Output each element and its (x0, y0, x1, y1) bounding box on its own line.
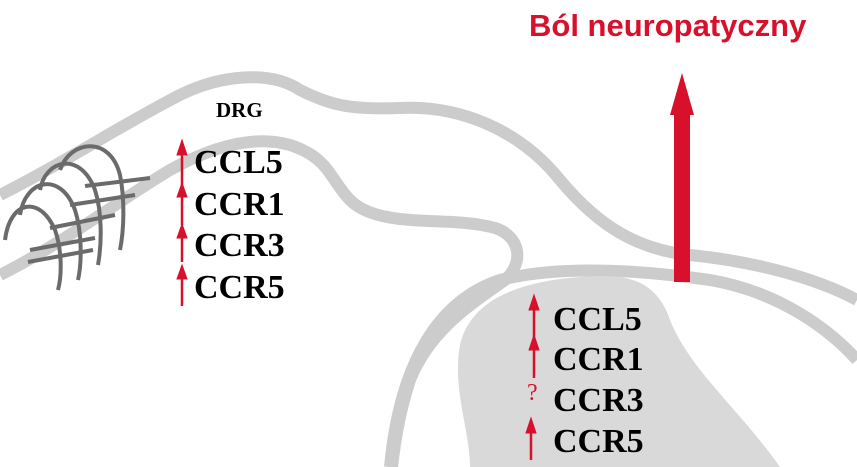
up-arrow-icon (528, 333, 540, 378)
spinal-marker-ccr1: CCR1 (553, 341, 644, 378)
drg-label: DRG (216, 98, 263, 122)
large-up-arrow-icon (670, 73, 694, 282)
diagram-title: Ból neuropatyczny (529, 8, 807, 43)
nerve-root-outline-upper (0, 71, 857, 306)
spinal-marker-ccr3: CCR3 (553, 382, 644, 419)
drg-up-arrows (176, 138, 188, 306)
up-arrow-icon (176, 263, 188, 306)
drg-marker-ccr5: CCR5 (194, 269, 285, 306)
up-arrow-icon (525, 416, 537, 460)
spinal-up-arrows (525, 293, 540, 460)
drg-marker-ccr3: CCR3 (194, 227, 285, 264)
unknown-mark: ? (527, 380, 538, 406)
drg-marker-ccr1: CCR1 (194, 186, 285, 223)
up-arrow-icon (176, 222, 188, 262)
up-arrow-icon (176, 181, 188, 225)
spinal-marker-ccl5: CCL5 (553, 301, 642, 338)
nerve-root-outline-lower (0, 135, 524, 467)
spinal-marker-ccr5: CCR5 (553, 423, 644, 460)
nerve-fibres (3, 144, 151, 291)
up-arrow-icon (176, 138, 188, 187)
grey-matter-region (457, 275, 780, 467)
drg-marker-ccl5: CCL5 (194, 144, 283, 181)
